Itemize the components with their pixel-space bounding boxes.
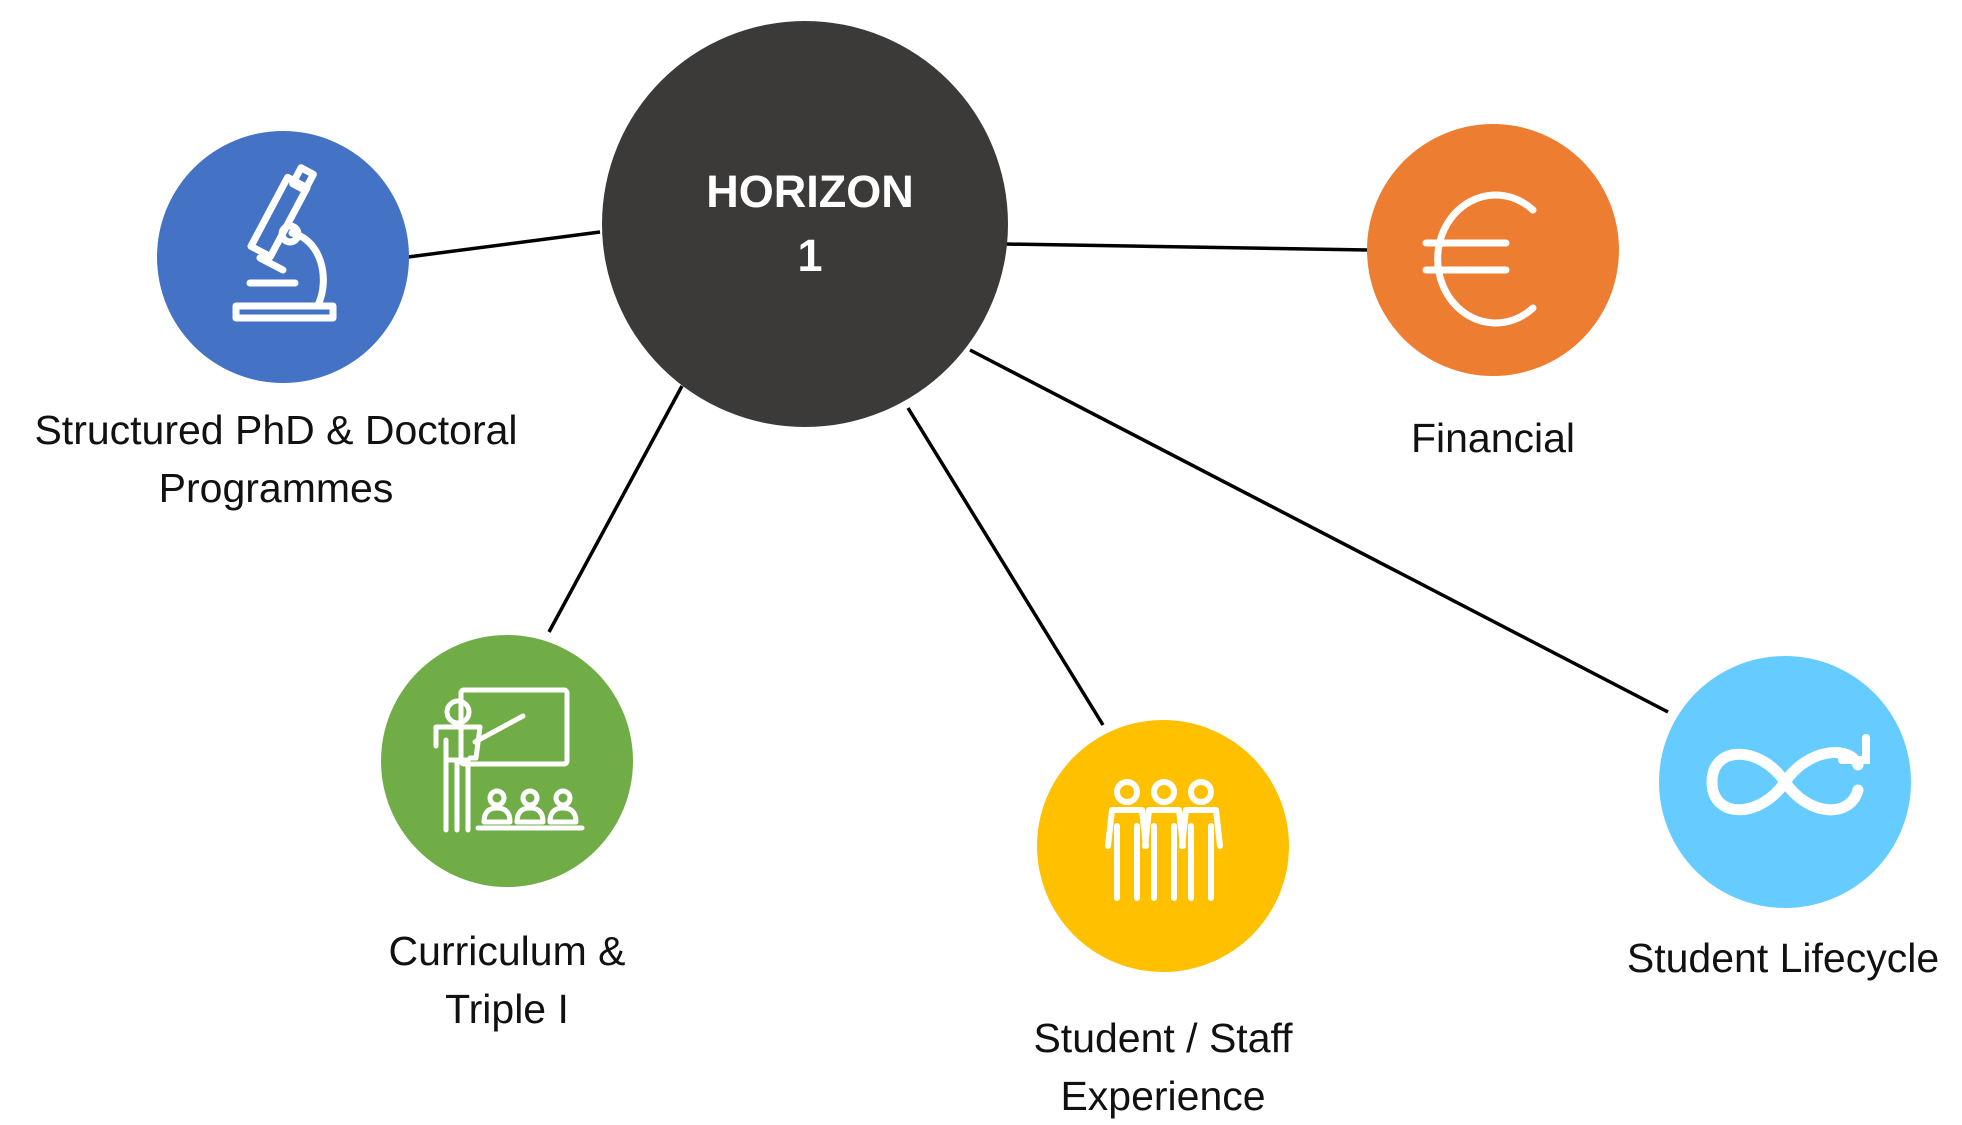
label-lifecycle-line1: Student Lifecycle — [1626, 935, 1940, 981]
label-financial: Financial — [1368, 409, 1618, 467]
node-financial — [1367, 124, 1619, 376]
label-experience-line2: Experience — [1060, 1073, 1266, 1119]
label-lifecycle: Student Lifecycle — [1604, 929, 1962, 987]
node-experience — [1037, 720, 1289, 972]
label-curriculum-line1: Curriculum & — [388, 928, 626, 974]
connector-lifecycle — [969, 348, 1669, 714]
label-curriculum-line2: Triple I — [445, 986, 569, 1032]
hub-circle — [602, 21, 1008, 427]
node-phd-circle — [157, 131, 409, 383]
node-curriculum-circle — [381, 635, 633, 887]
label-experience: Student / Staff Experience — [963, 1009, 1363, 1125]
microscope-icon — [232, 164, 337, 322]
hub-title: HORIZON — [706, 166, 914, 217]
hub-label: HORIZON 1 — [650, 160, 970, 288]
label-financial-line1: Financial — [1410, 415, 1576, 461]
label-experience-line1: Student / Staff — [1033, 1015, 1293, 1061]
infinity-loop-icon — [1706, 734, 1870, 816]
label-curriculum: Curriculum & Triple I — [337, 922, 677, 1038]
node-curriculum — [381, 635, 633, 887]
label-phd: Structured PhD & Doctoral Programmes — [0, 401, 552, 517]
teacher-classroom-icon — [433, 687, 585, 833]
connector-experience — [906, 407, 1105, 726]
label-phd-line2: Programmes — [158, 465, 394, 511]
hub-number: 1 — [797, 230, 823, 281]
node-lifecycle — [1659, 656, 1911, 908]
node-phd — [157, 131, 409, 383]
euro-icon — [1422, 191, 1537, 327]
connector-phd — [407, 230, 601, 259]
people-group-icon — [1105, 779, 1223, 901]
connector-curriculum — [547, 385, 684, 633]
node-experience-circle — [1037, 720, 1289, 972]
node-financial-circle — [1367, 124, 1619, 376]
label-phd-line1: Structured PhD & Doctoral — [34, 407, 518, 453]
connector-financial — [1004, 242, 1369, 252]
